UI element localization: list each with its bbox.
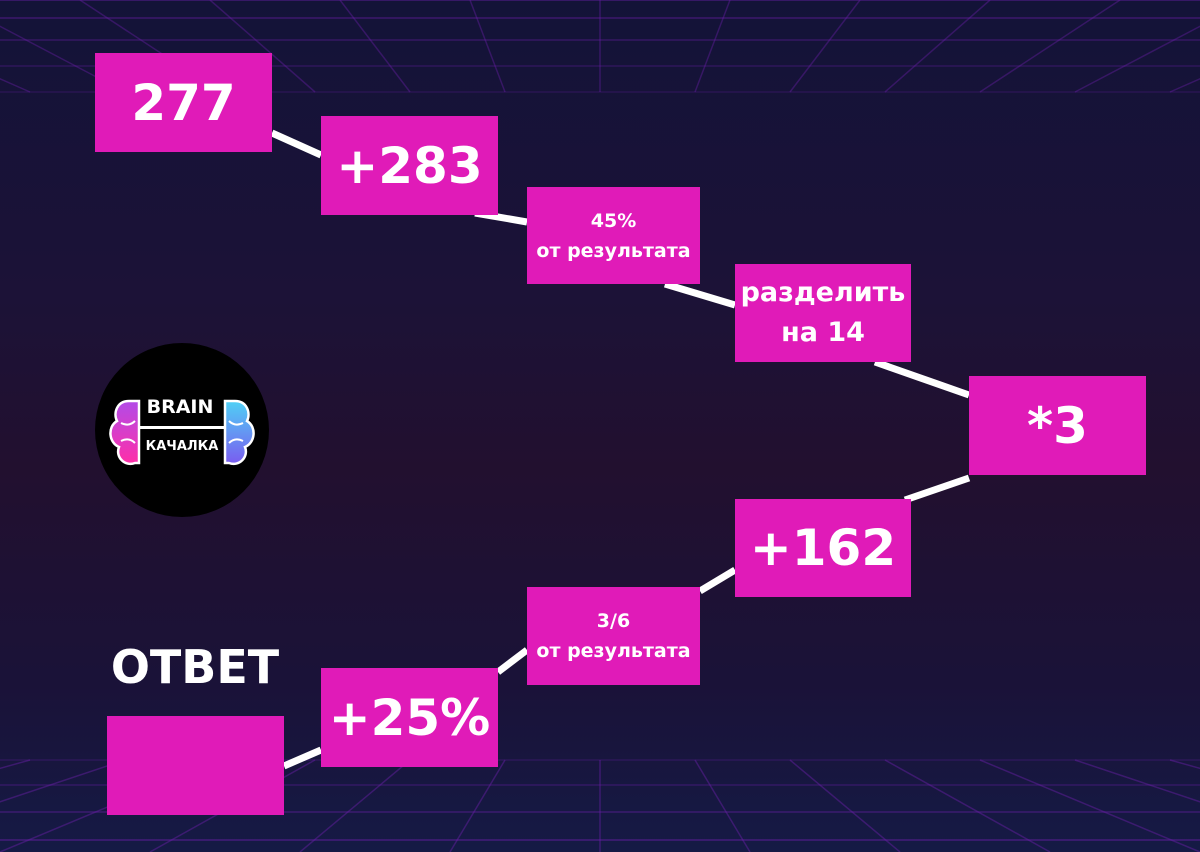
grid-line bbox=[469, 0, 506, 93]
answer-label: ОТВЕТ bbox=[110, 640, 280, 694]
grid-line bbox=[1074, 759, 1200, 803]
answer-box[interactable] bbox=[107, 716, 284, 815]
connector-8 bbox=[282, 746, 323, 770]
step-add-162: +162 bbox=[735, 499, 911, 597]
step-start-value: 277 bbox=[95, 53, 272, 152]
connector-7 bbox=[495, 647, 530, 675]
step-multiply-3: *3 bbox=[969, 376, 1146, 475]
grid-line bbox=[694, 759, 751, 852]
grid-line bbox=[884, 759, 1051, 852]
step-3-6-fraction: 3/6 от результата bbox=[527, 587, 700, 685]
grid-line bbox=[209, 0, 316, 93]
connector-4 bbox=[873, 358, 971, 399]
logo-top-text: BRAIN bbox=[146, 396, 214, 418]
logo-bottom-text: КАЧАЛКА bbox=[145, 439, 219, 454]
grid-line bbox=[979, 759, 1200, 852]
grid-line bbox=[979, 0, 1121, 93]
grid-line bbox=[299, 759, 411, 852]
step-add-25-percent: +25% bbox=[321, 668, 498, 767]
brain-icon bbox=[109, 399, 255, 466]
brain-kachalka-logo: BRAIN КАЧАЛКА bbox=[95, 343, 269, 517]
step-divide-14: разделить на 14 bbox=[735, 264, 911, 362]
step-add-283: +283 bbox=[321, 116, 498, 215]
grid-line bbox=[449, 759, 506, 852]
grid-line bbox=[0, 759, 126, 803]
grid-line bbox=[789, 0, 861, 93]
connector-5 bbox=[903, 474, 971, 504]
logo-bar bbox=[139, 426, 225, 429]
grid-line bbox=[339, 0, 411, 93]
step-45-percent: 45% от результата bbox=[527, 187, 700, 284]
grid-line bbox=[694, 0, 731, 93]
connector-6 bbox=[698, 566, 737, 595]
grid-line bbox=[789, 759, 901, 852]
grid-line bbox=[884, 0, 991, 93]
grid-line bbox=[1074, 25, 1200, 93]
connector-1 bbox=[270, 129, 323, 159]
connector-3 bbox=[663, 280, 737, 309]
